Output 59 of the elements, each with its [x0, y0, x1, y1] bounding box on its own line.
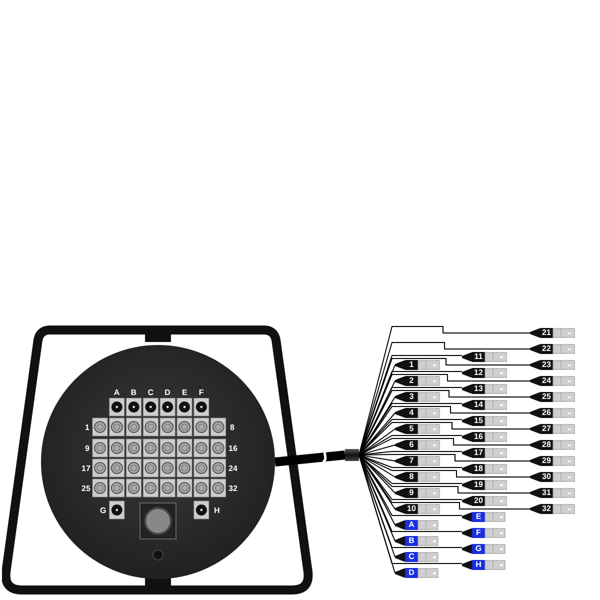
channel-number: 8	[230, 422, 234, 432]
channel-number: 13	[473, 384, 484, 394]
channel-number: 3	[408, 392, 415, 402]
channel-number: F	[475, 528, 482, 538]
channel-number: 20	[473, 496, 484, 506]
channel-number: 31	[541, 488, 552, 498]
channel-number: 15	[473, 416, 484, 426]
channel-number: B	[408, 536, 416, 546]
channel-number: 16	[473, 432, 484, 442]
channel-number: 22	[541, 344, 552, 354]
channel-number: C	[408, 552, 416, 562]
channel-number: 18	[473, 464, 484, 474]
connector-letter: B	[130, 388, 137, 396]
channel-number: E	[474, 512, 482, 522]
connector-letter: H	[214, 506, 220, 514]
channel-number: 16	[228, 444, 238, 452]
channel-number: 32	[228, 484, 238, 492]
channel-number: G	[474, 544, 483, 554]
channel-number: 4	[408, 408, 415, 418]
channel-number: 1	[85, 422, 90, 432]
cable-line	[358, 438, 530, 456]
connector-letter: D	[164, 388, 170, 396]
channel-number: 17	[473, 448, 484, 458]
channel-number: 9	[85, 444, 90, 452]
channel-number: 14	[473, 400, 484, 410]
cable-breakout	[345, 449, 359, 461]
channel-number: 24	[541, 376, 552, 386]
channel-number: 10	[406, 504, 417, 514]
channel-number: H	[474, 560, 482, 570]
channel-number: 25	[541, 392, 552, 402]
connector-letter: C	[148, 388, 154, 396]
connector-letter: E	[182, 388, 188, 396]
channel-number: 2	[408, 376, 415, 386]
channel-number: 26	[541, 408, 552, 418]
channel-number: 11	[473, 352, 484, 362]
channel-number: 7	[408, 456, 415, 466]
channel-number: D	[408, 568, 416, 578]
channel-number: 21	[541, 328, 552, 338]
connector-letter: G	[100, 506, 106, 514]
channel-number: 1	[408, 360, 415, 370]
channel-number: 19	[473, 480, 484, 490]
channel-number: A	[408, 520, 416, 530]
channel-number: 32	[541, 504, 552, 514]
channel-number: 27	[541, 424, 552, 434]
channel-number: 29	[541, 456, 552, 466]
multicore-cable	[274, 450, 346, 466]
channel-number: 6	[408, 440, 415, 450]
connector-letter: A	[114, 388, 120, 396]
channel-number: 12	[473, 368, 484, 378]
channel-number: 5	[408, 424, 415, 434]
channel-number: 23	[541, 360, 552, 370]
channel-number: 9	[408, 488, 415, 498]
channel-number: 8	[408, 472, 415, 482]
channel-number: 17	[82, 464, 90, 472]
channel-number: 30	[541, 472, 552, 482]
channel-number: 28	[541, 440, 552, 450]
channel-number: 25	[82, 484, 90, 492]
connector-letter: F	[198, 388, 204, 396]
channel-number: 24	[228, 464, 238, 472]
